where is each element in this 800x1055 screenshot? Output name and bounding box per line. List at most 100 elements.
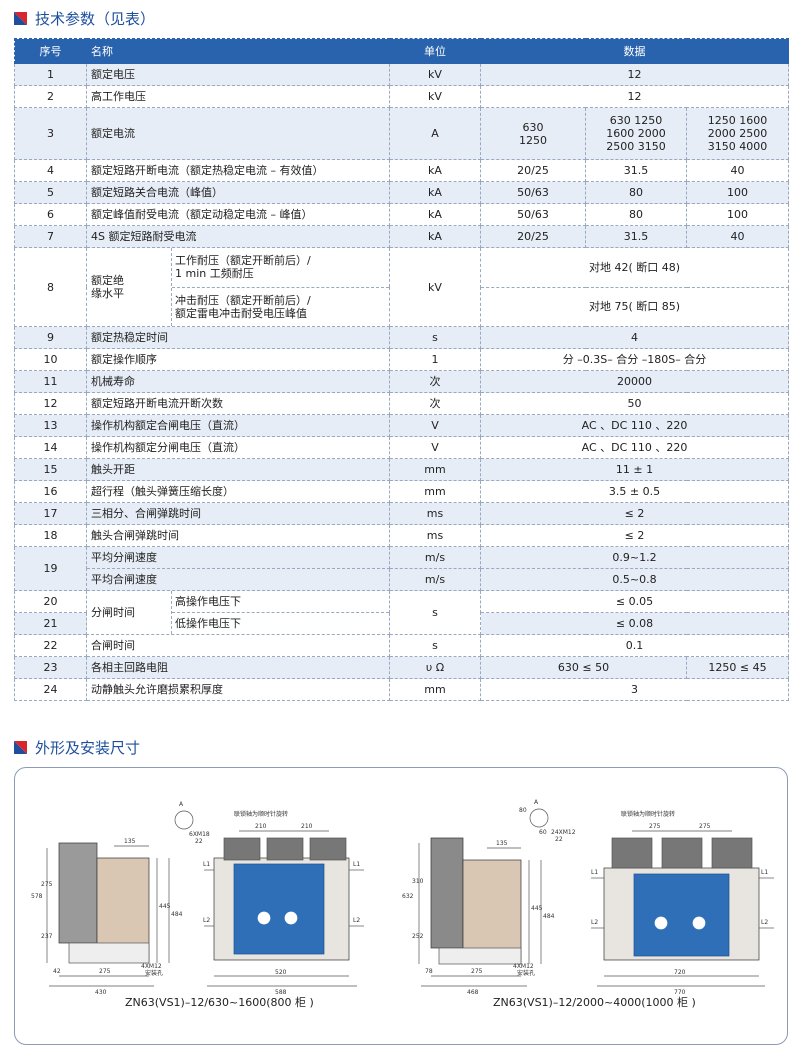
table-cell: 2	[14, 85, 87, 108]
table-cell: 额定绝 缘水平 工作耐压（额定开断前后）/ 1 min 工频耐压 冲击耐压（额定…	[86, 247, 390, 327]
table-cell: kV	[389, 85, 481, 108]
table-cell: υ Ω	[389, 656, 481, 679]
table-cell: kA	[389, 203, 481, 226]
table-cell: 12	[479, 63, 790, 86]
table-cell: 17	[14, 502, 87, 525]
table-cell: 630 1250	[480, 107, 586, 160]
table-cell: 20	[14, 590, 87, 613]
table-cell: 12	[479, 85, 790, 108]
table-cell: 3.5 ± 0.5	[479, 480, 790, 503]
table-cell: 13	[14, 414, 87, 437]
table-cell: s	[389, 590, 481, 635]
table-cell: 80	[585, 181, 687, 204]
table-cell: 额定峰值耐受电流（额定动稳定电流 – 峰值）	[86, 203, 390, 226]
table-cell: 额定电压	[86, 63, 390, 86]
d2-dim-275b: 275	[699, 823, 711, 830]
table-cell: 24	[14, 678, 87, 701]
table-cell: m/s	[389, 546, 481, 569]
table-cell: 20/25	[480, 225, 586, 248]
table-cell: 额定操作顺序	[86, 348, 390, 371]
table-cell: m/s	[389, 568, 481, 591]
section-flag-icon	[14, 741, 27, 754]
table-cell: 次	[389, 370, 481, 393]
d2-dim-l2a: L2	[591, 919, 598, 926]
d2-dim-22: 22	[555, 836, 563, 843]
open-time-label: 分闸时间	[87, 591, 172, 634]
d2-top-label: 联锁轴为顺时针旋转	[621, 810, 675, 818]
table-cell: AC 、DC 110 、220	[479, 436, 790, 459]
d2-dim-24xm12: 24XM12	[551, 829, 576, 836]
front-panel-shape	[233, 863, 325, 955]
table-cell: 机械寿命	[86, 370, 390, 393]
table-cell: ≤ 2	[479, 502, 790, 525]
table-cell: 4S 额定短路耐受电流	[86, 225, 390, 248]
table-cell: V	[389, 436, 481, 459]
table-cell: 6	[14, 203, 87, 226]
insulation-label: 额定绝 缘水平	[87, 248, 172, 326]
table-cell: 平均合闸速度	[86, 568, 390, 591]
table-cell: 18	[14, 524, 87, 547]
table-cell: 操作机构额定合闸电压（直流）	[86, 414, 390, 437]
drawing-2-caption: ZN63(VS1)–12/2000~4000(1000 柜 )	[493, 996, 696, 1009]
table-cell: 50/63	[480, 181, 586, 204]
table-cell: 11	[14, 370, 87, 393]
d2-dim-78: 78	[425, 968, 433, 975]
table-cell: 16	[14, 480, 87, 503]
open-time-sub1: 高操作电压下	[172, 591, 389, 613]
d1-dim-hole: 安装孔	[145, 969, 163, 977]
table-cell: 0.5~0.8	[479, 568, 790, 591]
table-cell: 分闸时间 高操作电压下 低操作电压下	[86, 590, 390, 635]
d1-label-a: A	[179, 801, 184, 808]
table-cell: 9	[14, 326, 87, 349]
table-cell: 630 ≤ 50	[480, 656, 687, 679]
table-cell: kA	[389, 181, 481, 204]
section-title-dimensions: 外形及安装尺寸	[14, 737, 140, 758]
d1-dim-520: 520	[275, 969, 287, 976]
table-cell: 20/25	[480, 159, 586, 182]
table-cell: 12	[14, 392, 87, 415]
drawing-1-svg: 联锁轴为顺时针旋转 A 135 275 578 237 445 484 42 2…	[31, 801, 364, 996]
header-data: 数据	[479, 38, 790, 64]
table-cell: 三相分、合闸弹跳时间	[86, 502, 390, 525]
drawing-2-svg: 联锁轴为顺时针旋转 A 135 310 632 252 445 484 78 2…	[402, 799, 774, 996]
table-cell: 14	[14, 436, 87, 459]
table-cell: 对地 75( 断口 85)	[479, 286, 790, 327]
table-cell: 额定短路关合电流（峰值）	[86, 181, 390, 204]
side-base-shape	[68, 942, 150, 964]
table-cell: 合闸时间	[86, 634, 390, 657]
table-cell: 分 –0.3S– 合分 –180S– 合分	[479, 348, 790, 371]
table-cell: kV	[389, 247, 481, 327]
table-row: 20 分闸时间 高操作电压下 低操作电压下 s≤ 0.05	[14, 590, 790, 635]
table-cell: s	[389, 634, 481, 657]
front-pole-shape	[611, 837, 653, 869]
table-cell: 22	[14, 634, 87, 657]
d2-dim-hole: 安装孔	[517, 969, 535, 977]
side-mechanism-shape	[462, 859, 522, 963]
d1-top-label: 联锁轴为顺时针旋转	[234, 810, 288, 818]
d2-dim-484: 484	[543, 913, 555, 920]
table-cell: mm	[389, 480, 481, 503]
table-cell: 4	[479, 326, 790, 349]
d1-dim-42: 42	[53, 968, 61, 975]
d1-dim-22: 22	[195, 838, 203, 845]
table-cell: 100	[685, 181, 790, 204]
table-cell: ms	[389, 524, 481, 547]
front-pole-shape	[661, 837, 703, 869]
table-cell: 额定电流	[86, 107, 390, 160]
table-cell: 20000	[479, 370, 790, 393]
d2-dim-275a: 275	[649, 823, 661, 830]
table-cell: 触头合闸弹跳时间	[86, 524, 390, 547]
d1-dim-l1b: L1	[353, 861, 360, 868]
insulation-sub2: 冲击耐压（额定开断前后）/ 额定雷电冲击耐受电压峰值	[175, 293, 311, 320]
d2-dim-468: 468	[467, 989, 479, 996]
d1-dim-135: 135	[124, 838, 136, 845]
table-cell: 15	[14, 458, 87, 481]
